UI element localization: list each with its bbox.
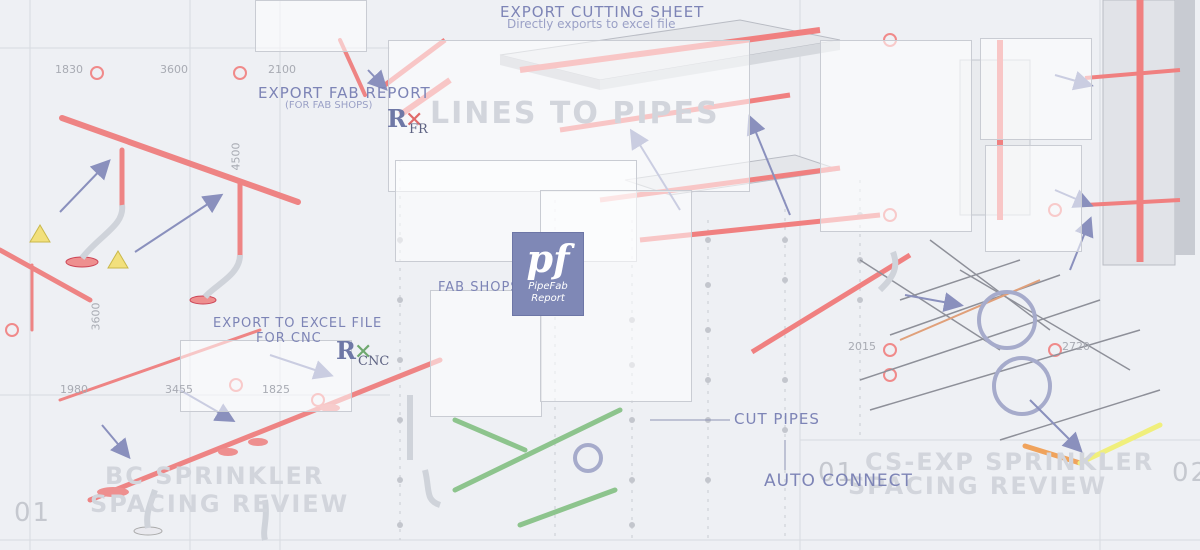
sheet-number-right: 02: [1172, 458, 1200, 488]
export-excel-cnc-label: EXPORT TO EXCEL FILE: [213, 316, 383, 331]
dimension-label: 1830: [55, 63, 83, 76]
excel-x-icon: ✕: [354, 340, 373, 365]
dimension-label: 2015: [848, 340, 876, 353]
right-fabshop-table: [820, 40, 972, 232]
cs-spacing-review-title: SPACING REVIEW: [848, 472, 1108, 500]
auto-connect-label: AUTO CONNECT: [764, 471, 913, 491]
pipefab-report-logo: pf PipeFab Report: [512, 232, 584, 316]
directly-exports-caption: Directly exports to excel file: [507, 17, 676, 31]
gray-risers: [261, 250, 899, 541]
bc-sprinkler-title: BC SPRINKLER: [105, 462, 325, 490]
dimension-label: 3600: [89, 302, 103, 331]
rx-letter: R: [336, 336, 356, 365]
cnc-letters: CNC: [358, 354, 390, 369]
export-fab-report-label: EXPORT FAB REPORT: [258, 84, 431, 102]
dimension-label: 1825: [262, 383, 290, 396]
left-cnc-table: [180, 340, 352, 412]
review-circles: [573, 290, 1052, 473]
fr-letters: FR: [409, 122, 428, 137]
cut-pipes-label: CUT PIPES: [734, 410, 820, 428]
dimension-label: 2100: [268, 63, 296, 76]
bc-spacing-review-title: SPACING REVIEW: [90, 490, 350, 518]
right-pipe-list-table: [985, 145, 1082, 252]
dimension-label: 3600: [160, 63, 188, 76]
right-pipe-network: [859, 239, 1161, 441]
dimension-label: 2720: [1062, 340, 1090, 353]
logo-name-line2: Report: [531, 293, 565, 304]
export-cutting-sheet-label: EXPORT CUTTING SHEET: [500, 3, 705, 21]
x-mark-icon: ✕: [405, 108, 424, 133]
right-notes-panel: [980, 38, 1092, 140]
rx-letter: R: [387, 104, 407, 133]
for-fab-shops-caption: (FOR FAB SHOPS): [285, 100, 373, 111]
left-pipe-network: [0, 38, 443, 503]
lines-to-pipes-watermark: LINES TO PIPES: [430, 96, 720, 131]
logo-name-line1: PipeFab: [528, 281, 568, 292]
cs-exp-sprinkler-title: CS-EXP SPRINKLER: [865, 448, 1155, 476]
warning-icons: [29, 224, 129, 269]
fab-report-badge: R ✕ FR: [387, 104, 433, 138]
logo-mark: pf: [526, 236, 570, 281]
connector-lines: [650, 419, 786, 470]
left-spec-table: [255, 0, 367, 52]
sheet-number-left: 01: [14, 498, 52, 528]
colored-pipes: [452, 407, 1163, 528]
dimension-label: 4500: [229, 142, 243, 171]
dimension-label: 3455: [165, 383, 193, 396]
cnc-export-badge: R ✕ CNC: [336, 336, 389, 370]
for-cnc-label: FOR CNC: [256, 331, 322, 346]
fab-shops-label: FAB SHOPS: [438, 280, 520, 295]
dimension-label: 1980: [60, 383, 88, 396]
sheet-number-mid: 01: [818, 458, 856, 488]
